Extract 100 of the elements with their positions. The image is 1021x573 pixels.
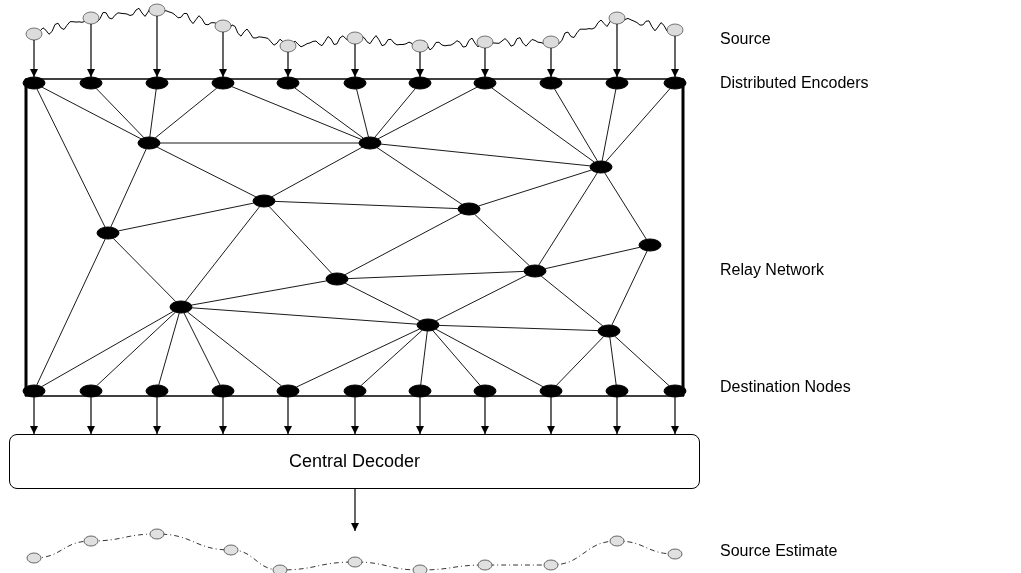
arrow [219,31,227,78]
arrow [153,15,161,78]
arrow [351,488,359,532]
arrow [613,396,621,435]
relay-node [597,324,621,338]
link-line [540,275,604,327]
destination-node [343,384,367,398]
link-line [268,205,333,275]
link-line [604,172,647,240]
link-line [184,206,261,302]
arrow [351,43,359,78]
arrow [87,396,95,435]
row-label: Distributed Encoders [720,74,869,92]
destination-node [605,384,629,398]
relay-node [325,272,349,286]
link-line [154,87,218,139]
arrow [30,39,38,78]
arrow [87,23,95,78]
link-line [36,88,106,228]
arrow [671,35,679,78]
source-estimate-curve-drawing [26,528,683,573]
relay-node [457,202,481,216]
encoder-node [408,76,432,90]
arrow [219,396,227,435]
destination-node [539,384,563,398]
relay-node [416,318,440,332]
relay-node [523,264,547,278]
arrow [284,51,292,78]
link-line [344,282,421,322]
row-label: Relay Network [720,261,825,279]
encoder-node [211,76,235,90]
destination-node [663,384,687,398]
link-line [96,311,176,387]
relay-node [137,136,161,150]
link-line [110,148,147,228]
encoder-node [473,76,497,90]
link-line [344,212,462,276]
relay-node [169,300,193,314]
destination-node [473,384,497,398]
link-line [609,336,617,386]
destination-node [22,384,46,398]
link-line [435,274,528,322]
relay-node [96,226,120,240]
arrow [30,396,38,435]
link-line [347,270,525,280]
link-line [356,88,369,138]
arrow [416,51,424,78]
link-line [190,280,328,306]
encoder-node [605,76,629,90]
link-line [555,335,605,387]
encoder-node [79,76,103,90]
encoder-node [663,76,687,90]
row-label: Destination Nodes [720,378,851,396]
link-line [614,335,670,387]
link-line [41,86,142,140]
link-line [271,146,363,198]
destination-node [145,384,169,398]
arrow [547,47,555,78]
link-line [376,147,463,205]
link-line [274,200,459,210]
link-line [538,172,598,266]
link-line [186,311,283,387]
link-line [420,330,428,386]
link-line [474,213,530,267]
link-line [191,307,418,325]
destination-node [276,384,300,398]
link-line [601,88,617,162]
arrow [481,47,489,78]
link-line [432,329,481,387]
encoder-node [22,76,46,90]
encoder-node [343,76,367,90]
arrow [351,396,359,435]
link-line [158,312,180,386]
link-line [149,88,157,138]
link-line [295,328,421,388]
arrow [284,396,292,435]
arrow [613,23,621,78]
relay-node [589,160,613,174]
link-line [374,88,416,138]
link-line [112,237,177,303]
link-line [183,312,221,386]
link-line [159,142,360,144]
destination-node [211,384,235,398]
link-line [231,86,362,140]
destination-node [408,384,432,398]
encoder-node [145,76,169,90]
encoder-node [539,76,563,90]
link-line [294,87,364,139]
arrow [547,396,555,435]
link-line [478,169,592,207]
arrow [481,396,489,435]
relay-node [358,136,382,150]
link-line [360,329,423,387]
destination-node [79,384,103,398]
source-signal-drawing [25,3,684,53]
link-line [377,86,478,140]
relay-node [638,238,662,252]
arrow [416,396,424,435]
link-line [41,310,174,388]
link-line [438,324,599,332]
